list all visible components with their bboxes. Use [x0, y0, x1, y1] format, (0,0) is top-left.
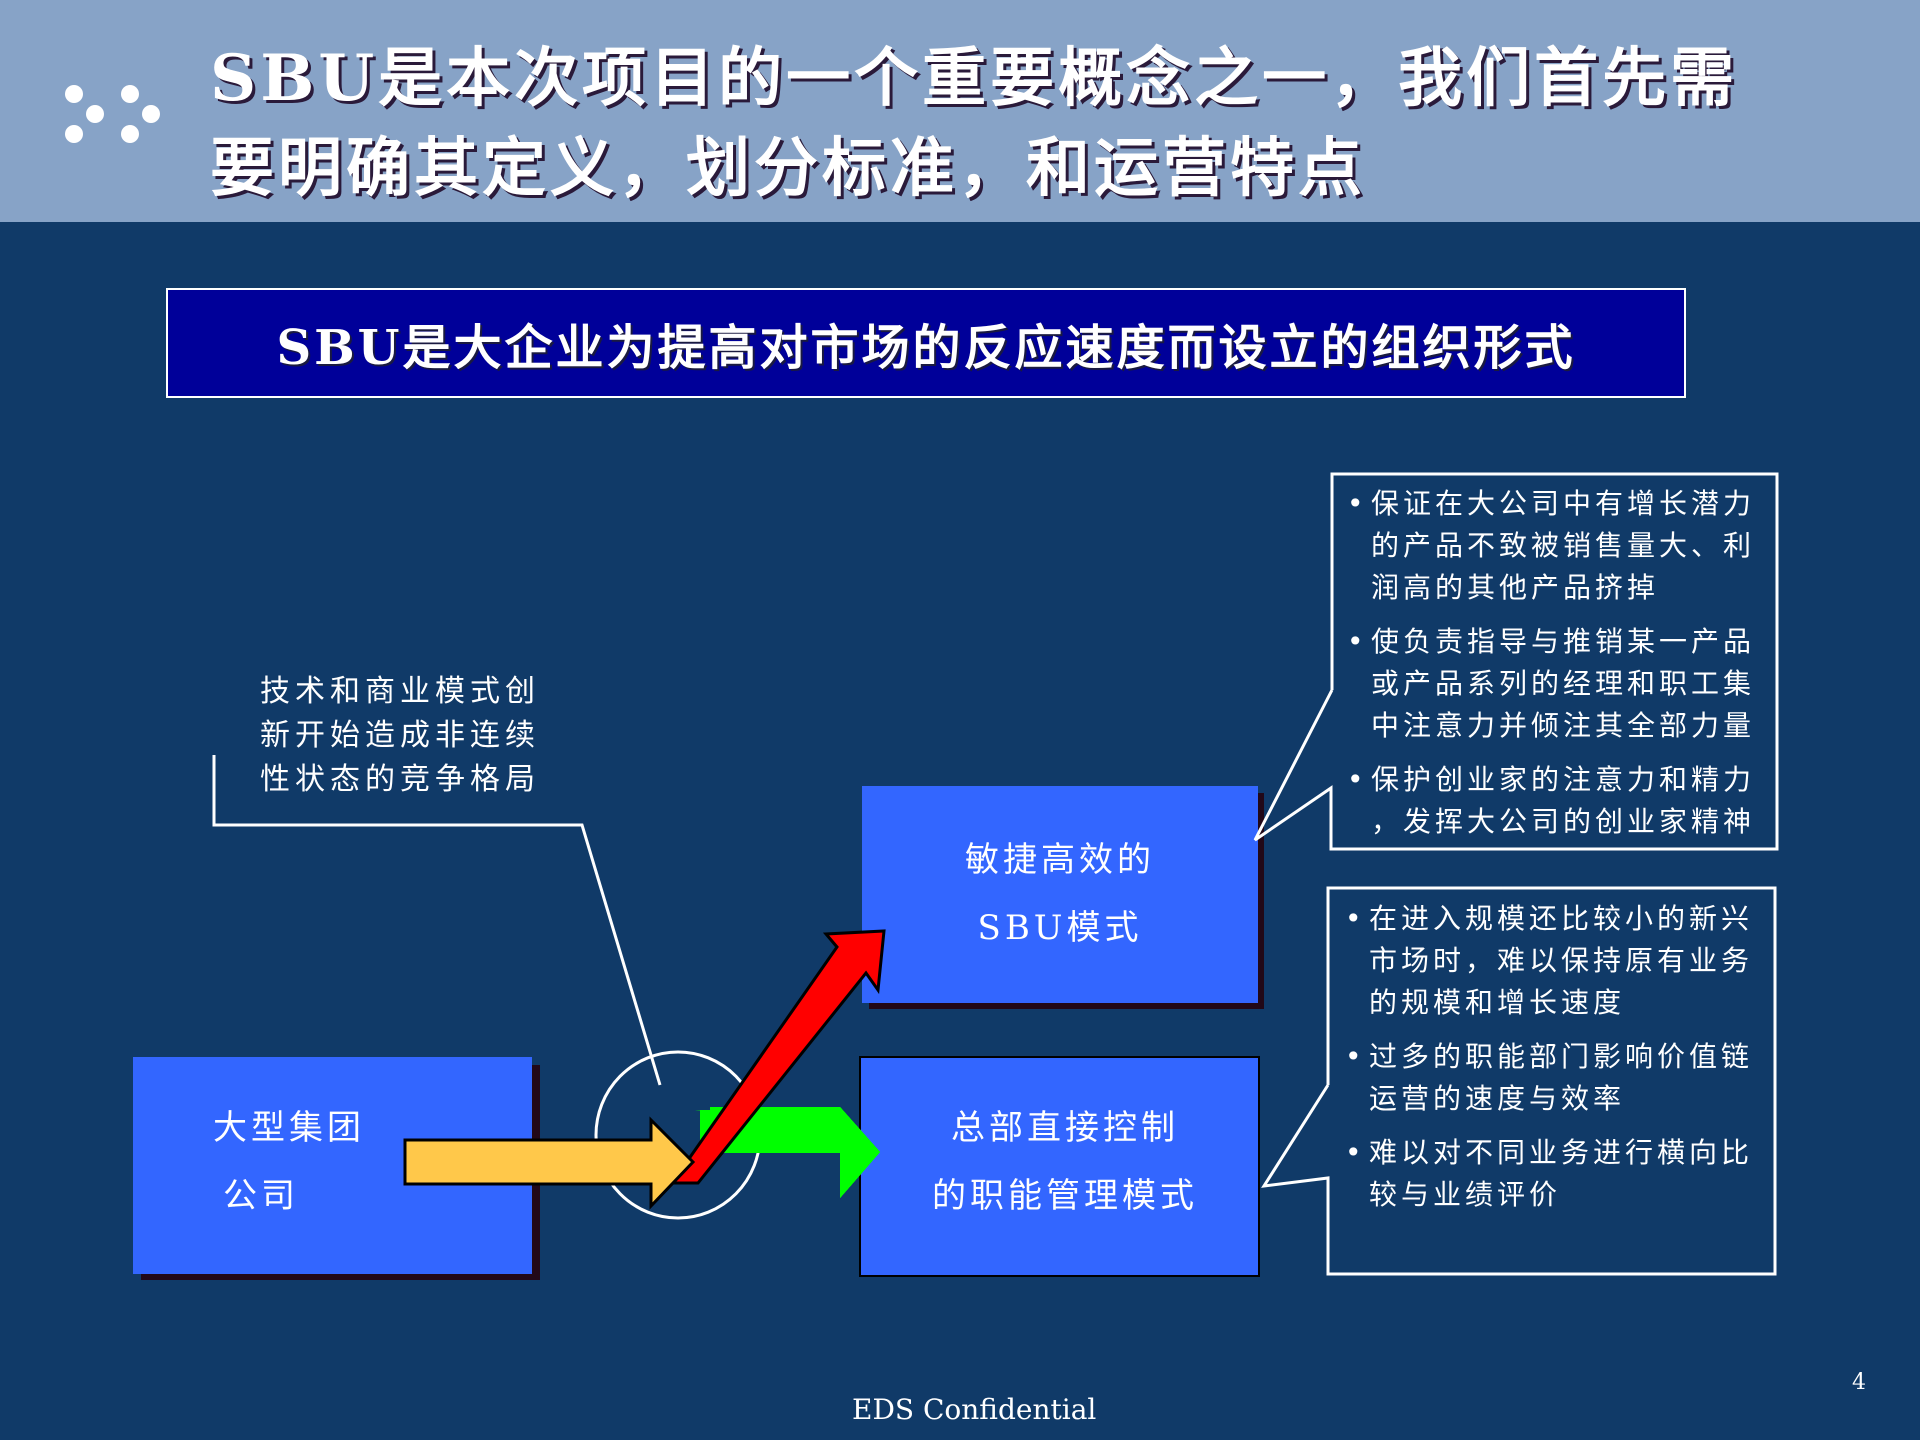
six-dots-icon	[60, 80, 170, 150]
bullet-icon: •	[1345, 1040, 1366, 1073]
definition-text: SBU是大企业为提高对市场的反应速度而设立的组织形式	[276, 320, 1576, 376]
callout-item: • 过多的职能部门影响价值链 运营的速度与效率	[1345, 1036, 1765, 1120]
bullet-icon: •	[1347, 625, 1368, 658]
sbu-advantages-callout: • 保证在大公司中有增长潜力 的产品不致被销售量大、利 润高的其他产品挤掉 • …	[1347, 483, 1767, 855]
callout-line: 在进入规模还比较小的新兴	[1369, 902, 1754, 935]
sbu-box-line-1: 敏捷高效的	[965, 840, 1155, 880]
callout-line: 或产品系列的经理和职工集	[1371, 667, 1756, 700]
callout-line: 保护创业家的注意力和精力	[1371, 763, 1756, 796]
sbu-box	[862, 786, 1258, 1003]
callout-line: 的产品不致被销售量大、利	[1371, 529, 1756, 562]
note-line: 新开始造成非连续	[260, 718, 540, 753]
callout-line: 市场时，难以保持原有业务	[1369, 944, 1754, 977]
callout-item: • 保护创业家的注意力和精力 ，发挥大公司的创业家精神	[1347, 759, 1767, 843]
callout-item: • 保证在大公司中有增长潜力 的产品不致被销售量大、利 润高的其他产品挤掉	[1347, 483, 1767, 609]
bullet-icon: •	[1347, 763, 1368, 796]
functional-box-label: 总部直接控制 的职能管理模式	[860, 1094, 1270, 1230]
callout-line: ，发挥大公司的创业家精神	[1371, 805, 1756, 838]
callout-item: • 在进入规模还比较小的新兴 市场时，难以保持原有业务 的规模和增长速度	[1345, 898, 1765, 1024]
title-band: SBU是本次项目的一个重要概念之一，我们首先需 要明确其定义，划分标准，和运营特…	[0, 0, 1920, 222]
functional-box	[859, 1056, 1260, 1277]
callout-item: • 使负责指导与推销某一产品 或产品系列的经理和职工集 中注意力并倾注其全部力量	[1347, 621, 1767, 747]
note-connector-line	[212, 755, 662, 1086]
functional-box-line-2: 的职能管理模式	[932, 1176, 1198, 1216]
sbu-box-label: 敏捷高效的 SBU模式	[862, 826, 1258, 962]
definition-box: SBU是大企业为提高对市场的反应速度而设立的组织形式	[166, 288, 1686, 398]
functional-drawbacks-callout: • 在进入规模还比较小的新兴 市场时，难以保持原有业务 的规模和增长速度 • 过…	[1345, 898, 1765, 1228]
page-title: SBU是本次项目的一个重要概念之一，我们首先需 要明确其定义，划分标准，和运营特…	[210, 34, 1890, 214]
sbu-box-line-2: SBU模式	[977, 908, 1143, 948]
callout-line: 较与业绩评价	[1369, 1178, 1562, 1211]
page-title-line-1: SBU是本次项目的一个重要概念之一，我们首先需	[210, 41, 1739, 116]
callout-line: 过多的职能部门影响价值链	[1369, 1040, 1754, 1073]
callout-item: • 难以对不同业务进行横向比 较与业绩评价	[1345, 1132, 1765, 1216]
bullet-icon: •	[1345, 902, 1366, 935]
functional-box-line-1: 总部直接控制	[951, 1108, 1179, 1148]
page-number: 4	[1852, 1370, 1866, 1395]
source-box-line-2: 公司	[223, 1176, 299, 1216]
note-line: 技术和商业模式创	[260, 674, 540, 709]
callout-line: 难以对不同业务进行横向比	[1369, 1136, 1754, 1169]
callout-line: 运营的速度与效率	[1369, 1082, 1626, 1115]
bullet-icon: •	[1345, 1136, 1366, 1169]
bullet-icon: •	[1347, 487, 1368, 520]
confidential-footer: EDS Confidential	[852, 1393, 1097, 1426]
note-line: 性状态的竞争格局	[260, 762, 540, 797]
page-title-line-2: 要明确其定义，划分标准，和运营特点	[210, 131, 1366, 206]
callout-line: 保证在大公司中有增长潜力	[1371, 487, 1756, 520]
yellow-arrow-icon	[403, 1116, 696, 1210]
callout-line: 的规模和增长速度	[1369, 986, 1626, 1019]
callout-line: 中注意力并倾注其全部力量	[1371, 709, 1756, 742]
source-box-line-1: 大型集团	[213, 1108, 365, 1148]
source-box-label: 大型集团 公司	[213, 1094, 365, 1230]
callout-line: 润高的其他产品挤掉	[1371, 571, 1660, 604]
functional-callout-frame	[1261, 886, 1777, 1276]
sbu-callout-frame	[1253, 472, 1779, 851]
callout-line: 使负责指导与推销某一产品	[1371, 625, 1756, 658]
red-arrow-icon	[669, 929, 886, 1185]
discontinuity-note: 技术和商业模式创 新开始造成非连续 性状态的竞争格局	[260, 670, 540, 802]
